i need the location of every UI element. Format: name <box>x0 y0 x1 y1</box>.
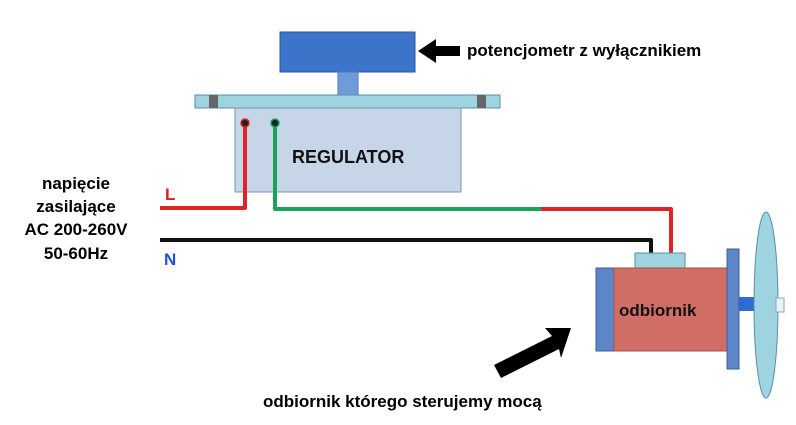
wire-out-green <box>273 127 543 211</box>
load-end-cap-right <box>726 248 740 370</box>
load-label: odbiornik <box>619 301 697 320</box>
supply-label-line-1: napięcie <box>42 174 110 193</box>
wire-neutral <box>160 238 653 255</box>
potentiometer-label: potencjometr z wyłącznikiem <box>467 41 701 60</box>
wire-out-red <box>541 207 673 255</box>
load-terminal-box <box>634 252 686 269</box>
terminal-out <box>270 118 280 128</box>
load-caption: odbiornik którego sterujemy mocą <box>263 392 542 411</box>
line-label-N: N <box>164 250 176 269</box>
mounting-plate <box>194 94 501 109</box>
fan-hub <box>775 297 785 313</box>
mounting-screw-right <box>477 95 486 108</box>
supply-label-line-2: zasilające <box>36 197 115 216</box>
load-shaft <box>739 297 755 311</box>
regulator-label: REGULATOR <box>292 147 404 167</box>
terminal-live <box>240 118 250 128</box>
arrow-left-icon <box>418 39 460 63</box>
arrow-up-right-icon <box>494 328 571 378</box>
potentiometer-shaft <box>337 71 359 97</box>
mounting-screw-left <box>209 95 218 108</box>
line-label-L: L <box>165 185 175 204</box>
potentiometer-knob <box>279 31 416 73</box>
fan-blade <box>753 211 779 399</box>
load-end-cap-left <box>595 267 615 352</box>
supply-label-line-4: 50-60Hz <box>44 244 108 263</box>
supply-label-line-3: AC 200-260V <box>24 220 128 239</box>
load-body <box>613 267 728 352</box>
wire-live-in <box>160 127 247 210</box>
